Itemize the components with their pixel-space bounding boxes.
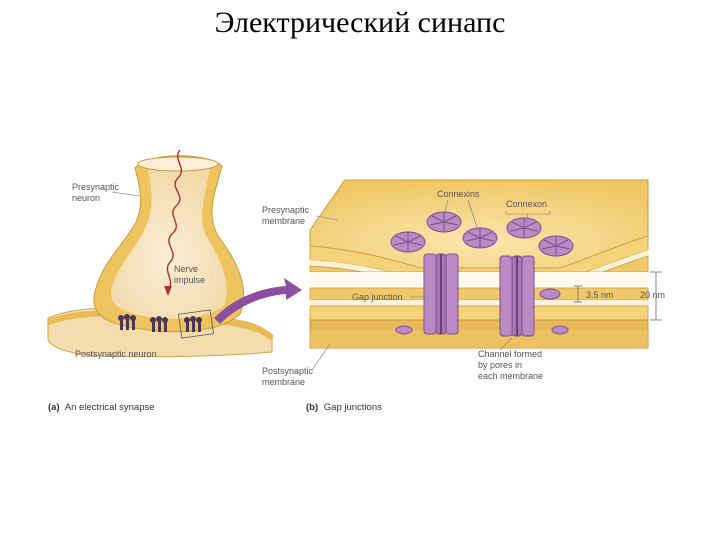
nerve-impulse-arrow [166,149,183,291]
label-channel-2: by pores in [478,360,522,370]
label-connexon: Connexon [506,199,547,209]
panel-a: Presynaptic neuron Nerve impulse Postsyn… [47,149,275,413]
connexon [538,235,574,257]
caption-b-letter: (b) [306,402,318,413]
connexon [506,217,542,239]
dimension-20nm: 20 nm [640,271,665,321]
connexon-group [390,211,574,257]
connexon [462,227,498,249]
connexon [390,231,426,253]
label-gap-width: 3.5 nm [586,290,614,300]
label-channel-3: each membrane [478,371,543,381]
label-postsynaptic-neuron: Postsynaptic neuron [75,349,157,359]
label-nerve-impulse-2: impulse [174,275,205,285]
label-gap-junction: Gap junction [352,292,403,302]
label-presynaptic-neuron-1: Presynaptic [72,182,120,192]
caption-b: (b) Gap junctions [306,402,382,413]
label-postsynaptic-membrane-2: membrane [262,377,305,387]
connexon [426,211,462,233]
caption-a-text: An electrical synapse [65,402,155,413]
slide-title: Электрический синапс [214,6,506,39]
label-postsynaptic-membrane-1: Postsynaptic [262,366,314,376]
caption-a: (a) An electrical synapse [48,402,155,413]
channel-right [499,255,535,337]
zoom-arrow [214,278,302,324]
label-connexins: Connexins [437,189,480,199]
label-presynaptic-neuron-2: neuron [72,193,100,203]
caption-a-letter: (a) [48,402,60,413]
channel-left [423,253,459,335]
zoom-box [178,309,214,339]
label-channel-1: Channel formed [478,349,542,359]
gap-junction-cluster [118,314,202,332]
panel-b: Presynaptic membrane Connexins Connexon … [262,179,665,413]
label-presynaptic-membrane-2: membrane [262,216,305,226]
label-presynaptic-membrane-1: Presynaptic [262,205,310,215]
caption-b-text: Gap junctions [324,402,382,413]
label-total-width: 20 nm [640,290,665,300]
dimension-3.5nm: 3.5 nm [574,285,614,303]
label-nerve-impulse-1: Nerve [174,264,198,274]
